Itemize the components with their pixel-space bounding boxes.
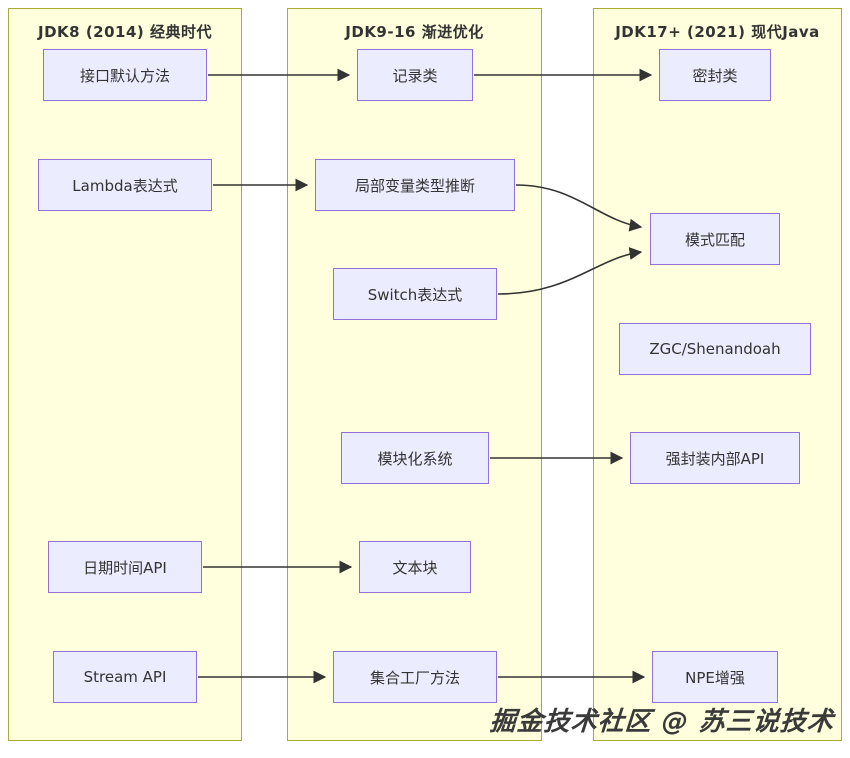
node-label: 接口默认方法 (79, 66, 170, 85)
node-module-system: 模块化系统 (341, 432, 489, 484)
column-title-jdk8: JDK8 (2014) 经典时代 (38, 23, 212, 41)
column-title-jdk17: JDK17+ (2021) 现代Java (615, 23, 820, 41)
node-local-var-type-inference: 局部变量类型推断 (315, 159, 515, 211)
node-zgc-shenandoah: ZGC/Shenandoah (619, 323, 811, 375)
node-label: Lambda表达式 (72, 176, 178, 195)
node-collection-factory-methods: 集合工厂方法 (333, 651, 497, 703)
node-label: 密封类 (692, 66, 738, 85)
node-npe-enhancement: NPE增强 (652, 651, 778, 703)
node-label: Switch表达式 (367, 285, 463, 304)
column-title-jdk9-16: JDK9-16 渐进优化 (345, 23, 484, 41)
node-label: 集合工厂方法 (369, 668, 460, 687)
node-label: Stream API (83, 668, 167, 686)
node-lambda-expressions: Lambda表达式 (38, 159, 212, 211)
node-pattern-matching: 模式匹配 (650, 213, 780, 265)
node-label: 模块化系统 (377, 449, 453, 468)
node-label: 日期时间API (83, 558, 167, 577)
node-switch-expression: Switch表达式 (333, 268, 497, 320)
node-label: 文本块 (392, 558, 438, 577)
node-label: 强封装内部API (665, 449, 765, 468)
node-record-class: 记录类 (357, 49, 473, 101)
node-interface-default-methods: 接口默认方法 (43, 49, 207, 101)
node-label: NPE增强 (685, 668, 745, 687)
node-strong-encapsulation-internal-api: 强封装内部API (630, 432, 800, 484)
column-panel-jdk9-16: JDK9-16 渐进优化 (287, 8, 542, 741)
column-panel-jdk8: JDK8 (2014) 经典时代 (8, 8, 242, 741)
node-label: ZGC/Shenandoah (649, 340, 781, 358)
node-label: 模式匹配 (684, 230, 745, 249)
node-stream-api: Stream API (53, 651, 197, 703)
node-label: 记录类 (392, 66, 438, 85)
node-datetime-api: 日期时间API (48, 541, 202, 593)
node-label: 局部变量类型推断 (354, 176, 475, 195)
node-text-block: 文本块 (359, 541, 471, 593)
node-sealed-class: 密封类 (659, 49, 771, 101)
watermark-text: 掘金技术社区 @ 苏三说技术 (488, 707, 835, 737)
